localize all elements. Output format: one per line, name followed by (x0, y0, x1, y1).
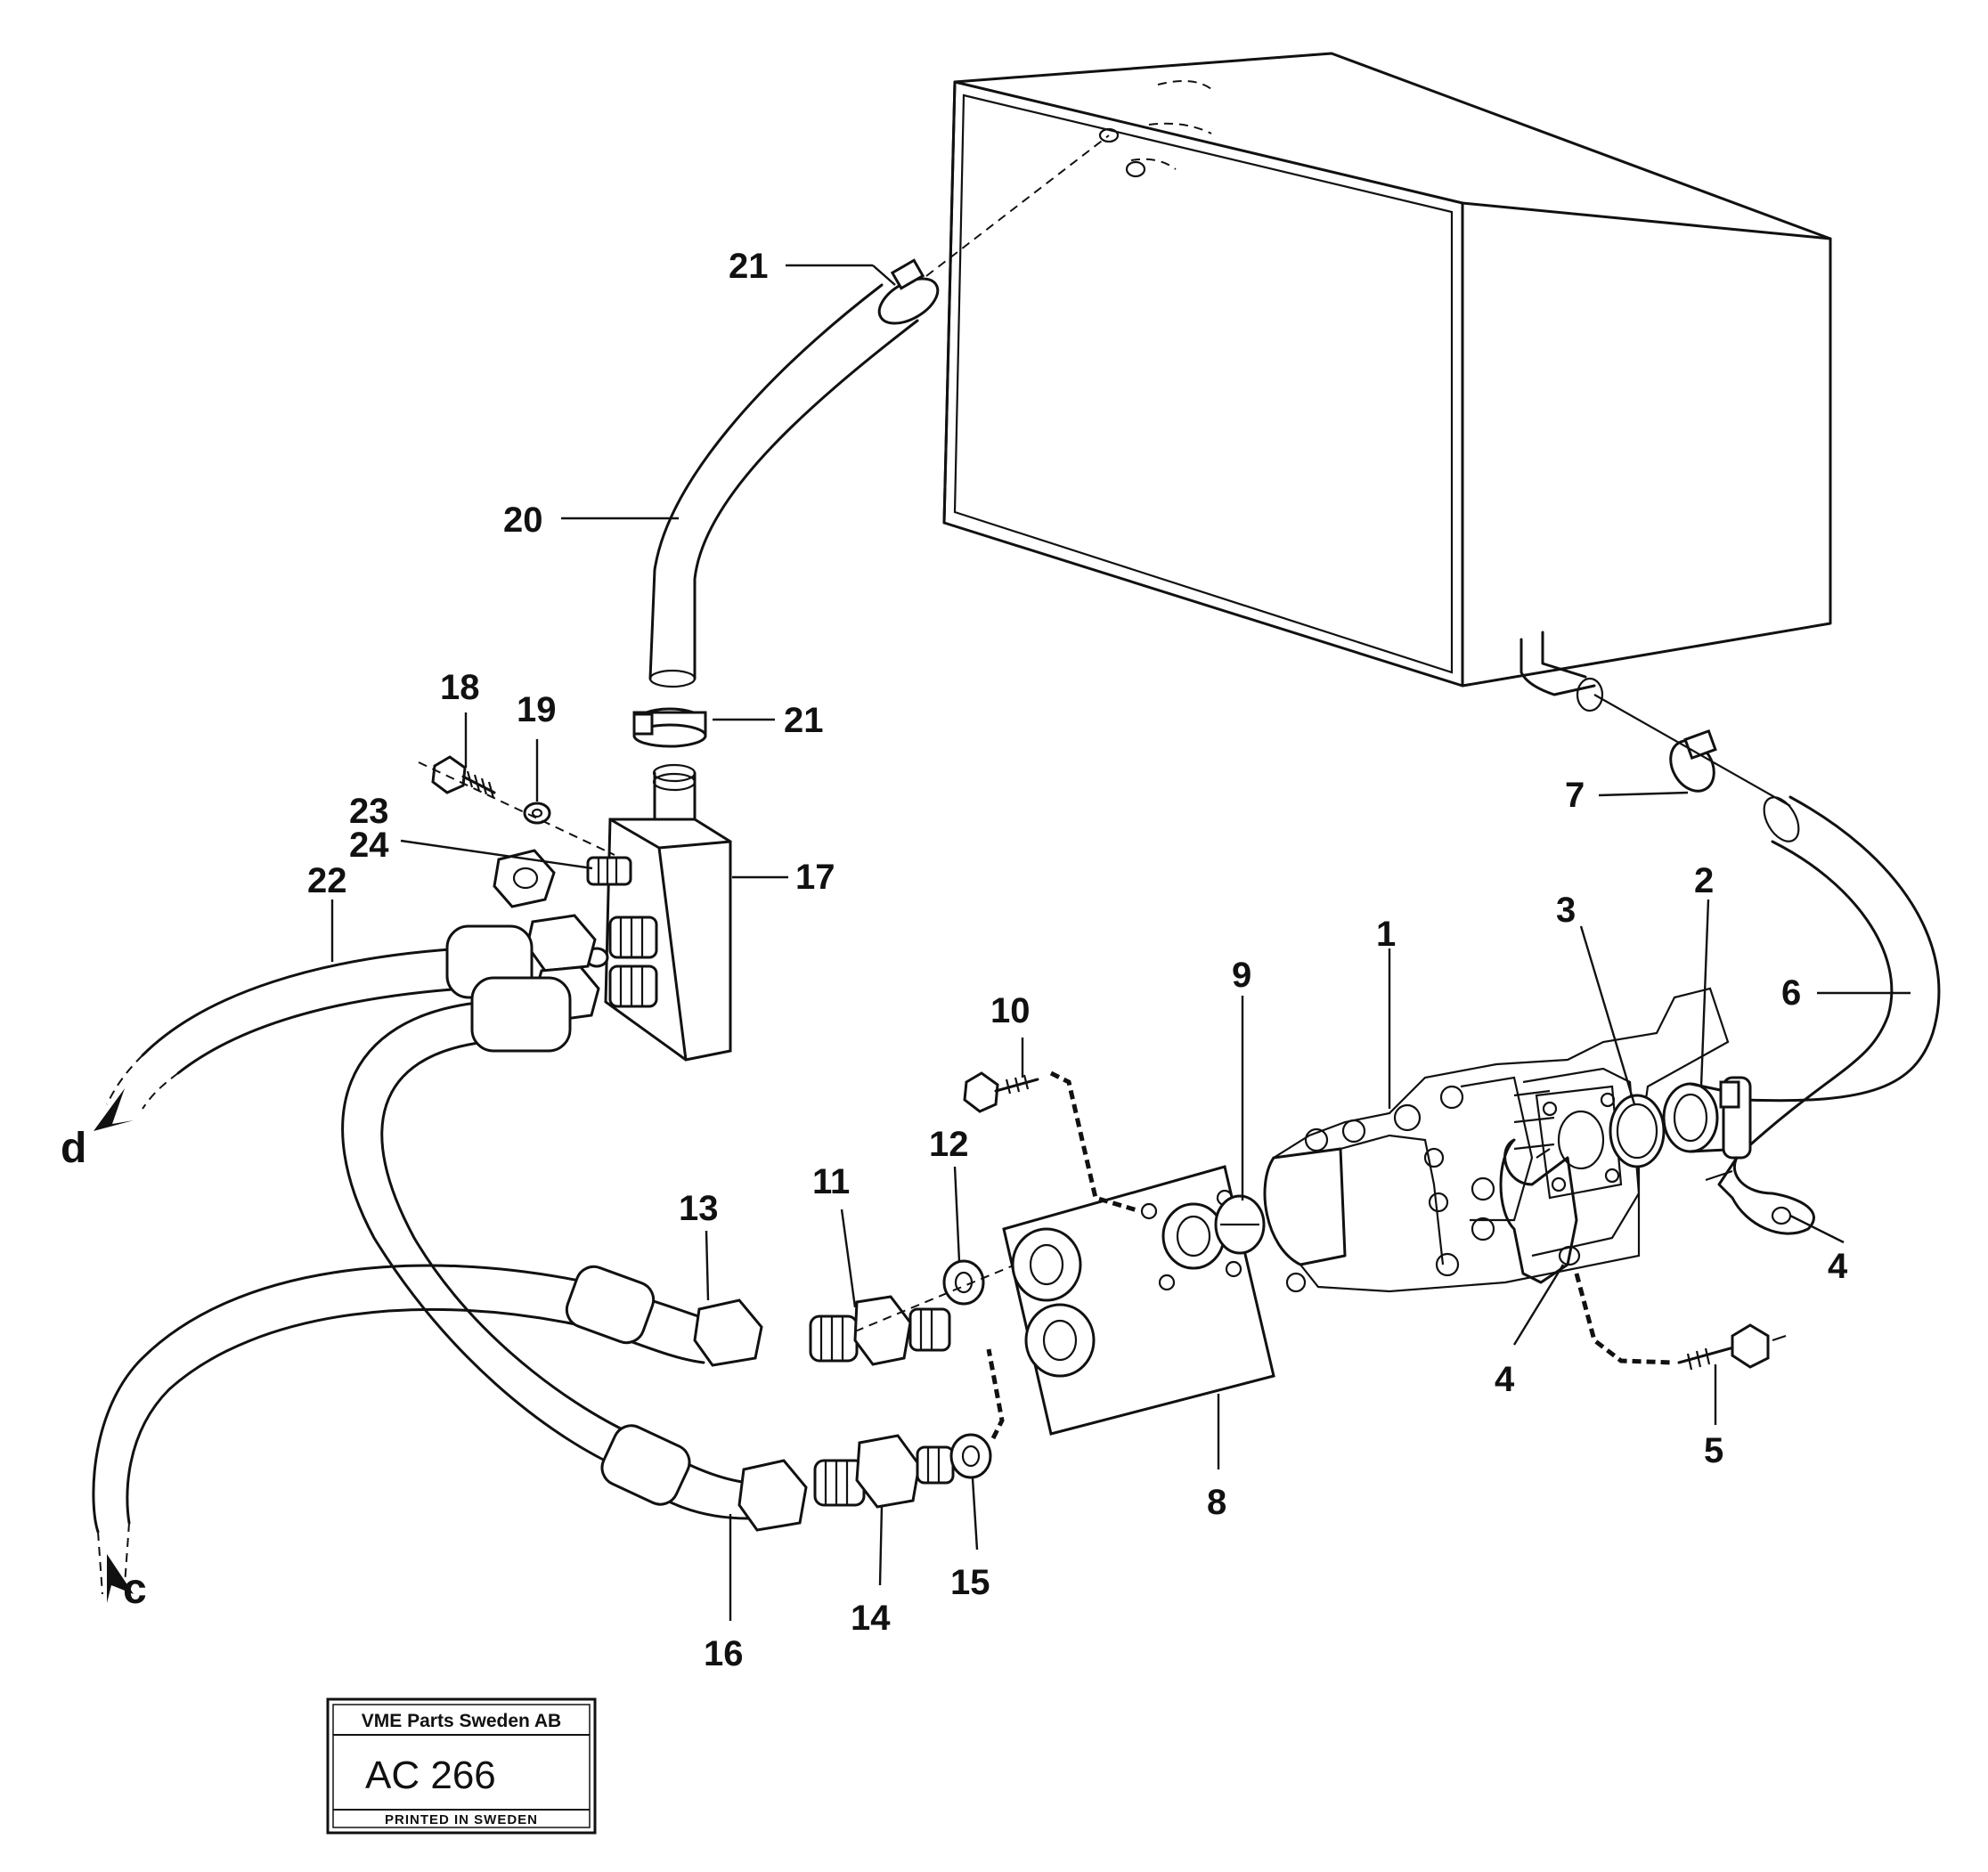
callout-21-top: 21 (729, 247, 769, 286)
stamp-code: AC 266 (365, 1754, 496, 1797)
bolt-5 (1677, 1323, 1787, 1371)
washer-12 (942, 1259, 985, 1306)
arrow-label-c: c (123, 1566, 147, 1613)
stamp-footer: PRINTED IN SWEDEN (385, 1812, 538, 1827)
union-14 (813, 1434, 955, 1509)
hose-13 (92, 1264, 763, 1595)
assembly-line-5 (1574, 1273, 1675, 1365)
hose-connector-2 (1662, 1082, 1748, 1153)
callout-20: 20 (503, 501, 543, 540)
assembly-line-10 (1049, 1070, 1141, 1214)
washer-15 (949, 1433, 992, 1479)
cap-24 (493, 849, 556, 908)
callout-21-bottom: 21 (784, 701, 824, 740)
assembly-line-7 (1593, 694, 1791, 807)
arrow-label-d: d (61, 1125, 86, 1172)
callout-12: 12 (929, 1125, 969, 1164)
bracket-4-right (1705, 1156, 1815, 1235)
callout-13: 13 (679, 1189, 719, 1228)
assembly-line-11 (854, 1264, 1016, 1332)
valve-block-17 (604, 763, 732, 1062)
callout-7: 7 (1565, 776, 1585, 815)
callout-6: 6 (1781, 973, 1801, 1013)
callout-23: 23 (349, 792, 389, 831)
hose-6 (1744, 795, 1941, 1151)
bolt-18 (431, 755, 496, 799)
callout-8: 8 (1207, 1483, 1226, 1522)
callout-3: 3 (1556, 891, 1576, 930)
bolt-10 (963, 1071, 1039, 1113)
arrow-c (107, 1554, 134, 1603)
callout-4-right: 4 (1828, 1247, 1848, 1286)
assembly-line-15 (986, 1348, 1005, 1440)
hose-22 (106, 924, 534, 1110)
hose-clamp-7 (1669, 728, 1717, 793)
valve-plate-8 (1002, 1165, 1275, 1436)
stamp-company: VME Parts Sweden AB (362, 1711, 561, 1731)
leader-lines (330, 264, 1911, 1621)
hydraulic-tank (942, 52, 1832, 712)
callout-14: 14 (851, 1599, 891, 1638)
callout-19: 19 (517, 690, 557, 729)
callout-24: 24 (349, 826, 389, 865)
callout-16: 16 (704, 1634, 744, 1673)
callout-10: 10 (990, 991, 1031, 1030)
callout-2: 2 (1694, 861, 1714, 900)
hose-16 (341, 976, 808, 1532)
arrow-d (94, 1088, 134, 1131)
bracket-4-left (1499, 1138, 1581, 1284)
hose-clamp-21-top (877, 258, 940, 325)
hydraulic-pump-1 (1263, 987, 1730, 1293)
valve-17-fittings (526, 914, 658, 1022)
nipple-23 (586, 856, 632, 886)
assembly-line-18 (418, 761, 615, 856)
parts-stamp: VME Parts Sweden AB AC 266 PRINTED IN SW… (326, 1697, 597, 1835)
o-ring-3 (1609, 1094, 1666, 1168)
washer-19 (523, 802, 551, 825)
callout-9: 9 (1232, 956, 1251, 995)
callout-18: 18 (440, 668, 480, 707)
hose-clamp-6 (1719, 1076, 1752, 1160)
o-ring-9 (1214, 1194, 1266, 1255)
hose-clamp-21-bottom (632, 707, 707, 748)
callout-22: 22 (307, 861, 347, 900)
callout-15: 15 (950, 1563, 990, 1602)
union-11 (809, 1295, 951, 1366)
callout-1: 1 (1376, 915, 1396, 954)
callout-5: 5 (1704, 1431, 1723, 1470)
callout-4-left: 4 (1495, 1360, 1515, 1399)
callout-11: 11 (812, 1162, 850, 1201)
hose-20 (648, 134, 1110, 688)
callout-17: 17 (795, 858, 835, 897)
